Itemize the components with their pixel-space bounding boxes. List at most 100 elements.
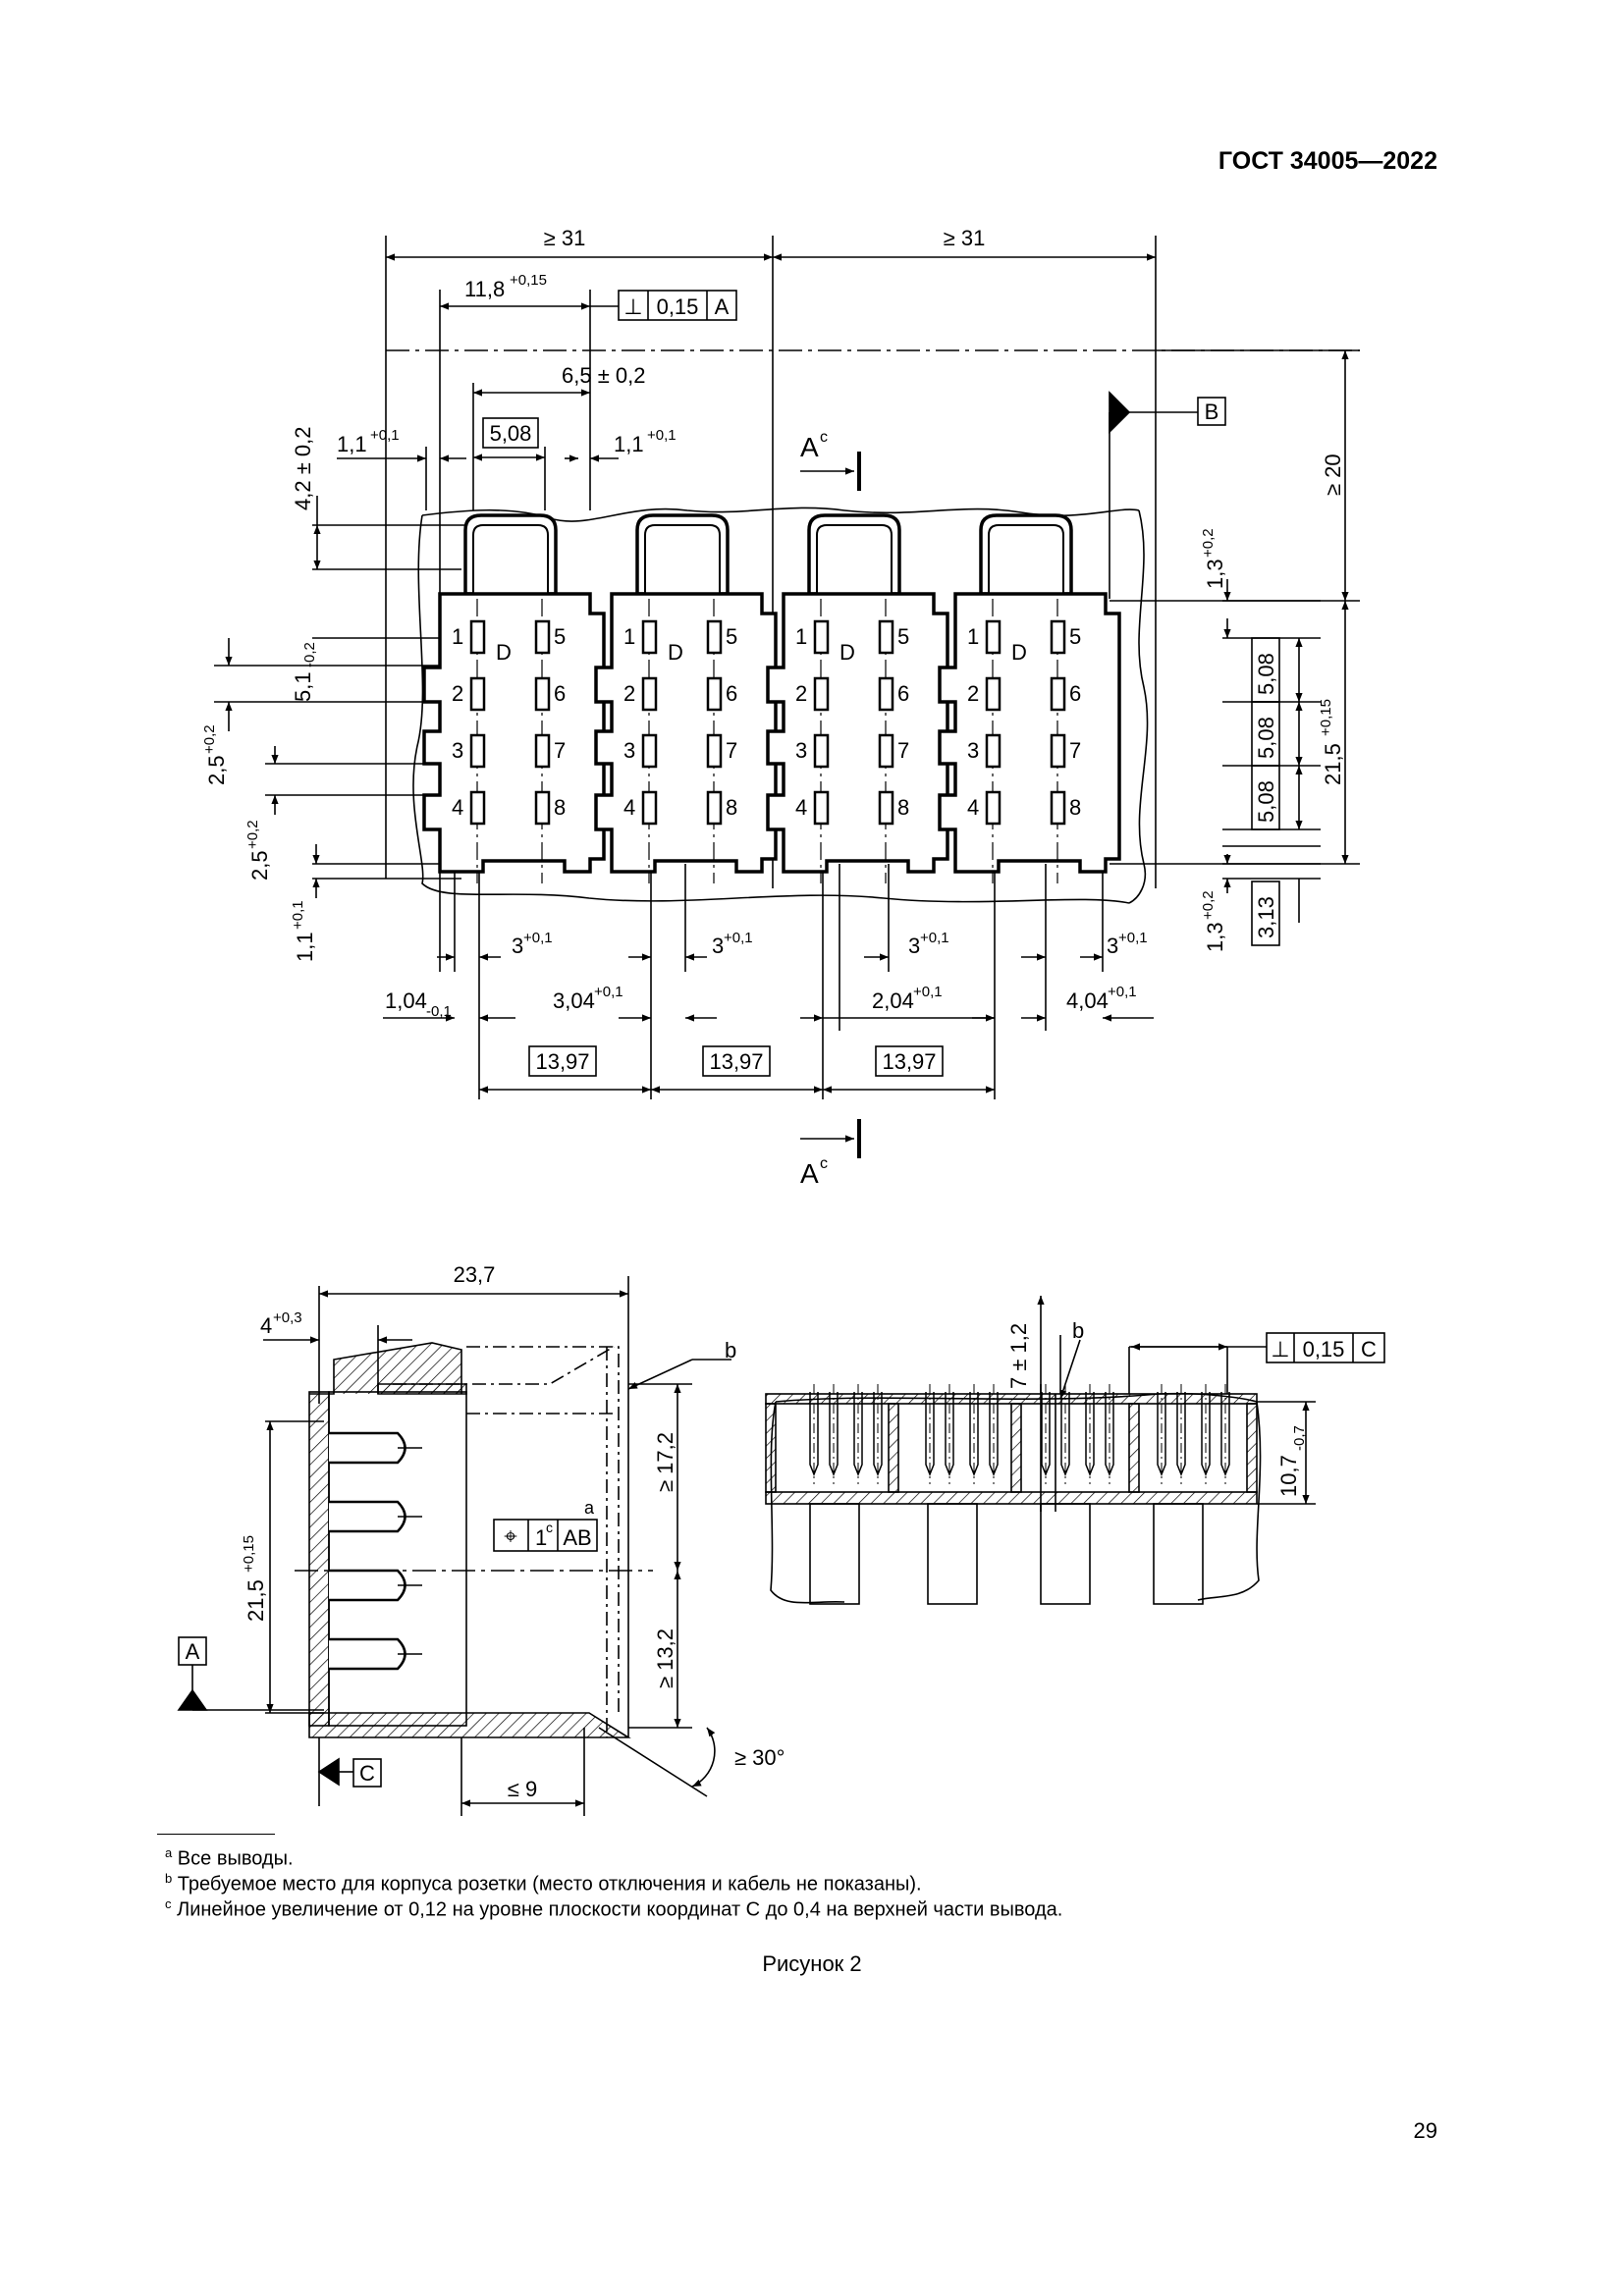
datum-b-label: B — [1205, 400, 1219, 424]
pin-number-left: 3 — [795, 738, 807, 763]
dim-31-left: ≥ 31 — [544, 226, 586, 250]
side-view — [177, 1276, 731, 1816]
pin-number-left: 2 — [967, 681, 979, 706]
section-label-top: A — [800, 432, 819, 462]
dim-1-1-left-tol: +0,1 — [370, 427, 400, 444]
pin-contact — [706, 790, 723, 826]
pin-number-right: 5 — [554, 624, 566, 649]
section-pin — [1157, 1392, 1166, 1477]
pin-number-left: 4 — [795, 795, 807, 820]
connector-housing — [422, 513, 606, 874]
dim-5-1: 5,1 — [291, 671, 315, 702]
pin-number-left: 3 — [967, 738, 979, 763]
pin-number-left: 3 — [452, 738, 463, 763]
dim-2-5-b: 2,5 — [247, 850, 272, 881]
note-a: a — [584, 1498, 595, 1518]
section-pin — [873, 1392, 883, 1477]
pin-number-right: 6 — [897, 681, 909, 706]
pin-contact — [641, 676, 658, 712]
section-pin — [925, 1392, 935, 1477]
section-sup-bottom: c — [820, 1155, 828, 1172]
housing-mark-d: D — [1011, 640, 1027, 665]
dim-3-b-tol: +0,1 — [724, 930, 753, 946]
dim-1-1-right-tol: +0,1 — [647, 427, 677, 444]
dim-1-1-bottom: 1,1 — [293, 932, 317, 962]
section-label-bottom: A — [800, 1158, 819, 1189]
pin-number-left: 4 — [452, 795, 463, 820]
housing-mark-d: D — [496, 640, 512, 665]
pin-contact — [985, 733, 1001, 769]
pin-number-left: 2 — [623, 681, 635, 706]
page-number: 29 — [1413, 2118, 1437, 2143]
section-view — [765, 1296, 1385, 1605]
dim-2-04: 2,04 — [872, 988, 914, 1013]
section-pin — [945, 1392, 954, 1477]
connector-housing — [594, 513, 778, 874]
pin-contact — [813, 676, 830, 712]
section-view-labels: 7 ± 1,2 b ⊥ 0,15 C 10,7 -0,7 — [1006, 1318, 1377, 1497]
pin-number-left: 1 — [967, 624, 979, 649]
section-pin — [1041, 1392, 1051, 1477]
dim-21-5-side: 21,5 — [244, 1579, 268, 1622]
datum-c-label: C — [359, 1761, 375, 1786]
dim-1-1-right: 1,1 — [614, 432, 644, 456]
pos-frame-value: 1 — [535, 1525, 547, 1550]
pin-contact — [534, 733, 551, 769]
pin-contact — [469, 676, 486, 712]
section-pin — [1201, 1392, 1211, 1477]
pin-number-left: 3 — [623, 738, 635, 763]
dim-1-1-bottom-tol: +0,1 — [290, 900, 306, 930]
dim-3-b: 3 — [712, 934, 724, 958]
connector-housing — [766, 513, 949, 874]
pin-contact — [878, 676, 894, 712]
pos-frame-datum: AB — [563, 1525, 591, 1550]
dim-21-5-side-tol: +0,15 — [241, 1535, 257, 1573]
box-5-08-1: 5,08 — [1254, 653, 1278, 695]
side-view-labels: 23,7 4 +0,3 b ≥ 17,2 ≥ 13,2 21,5 +0,15 ⌖… — [186, 1262, 785, 1801]
top-view-labels: ≥ 31 ≥ 31 11,8 +0,15 ⊥ 0,15 A 6,5 ± 0,2 … — [201, 226, 1345, 1189]
pin-contact — [1050, 676, 1066, 712]
dim-1-3-a-tol: +0,2 — [1200, 528, 1217, 558]
box-13-97-2: 13,97 — [709, 1049, 763, 1074]
pin-number-left: 1 — [623, 624, 635, 649]
pin-contacts — [469, 599, 1066, 883]
pin-number-right: 6 — [554, 681, 566, 706]
pin-contact — [878, 790, 894, 826]
dim-4-2: 4,2 ± 0,2 — [291, 427, 315, 510]
dim-3-a-tol: +0,1 — [523, 930, 553, 946]
pin-contact — [706, 676, 723, 712]
dim-11-8-tol: +0,15 — [510, 272, 547, 289]
pin-contact — [534, 676, 551, 712]
dim-23-7: 23,7 — [454, 1262, 496, 1287]
pin-number-right: 5 — [897, 624, 909, 649]
leader-b-section: b — [1072, 1318, 1084, 1343]
box-5-08-top: 5,08 — [490, 421, 532, 446]
pin-number-right: 5 — [1069, 624, 1081, 649]
section-pin — [809, 1392, 819, 1477]
pin-contact — [813, 619, 830, 655]
dim-17-2: ≥ 17,2 — [653, 1432, 677, 1492]
pin-number-left: 4 — [623, 795, 635, 820]
pin-contact — [985, 676, 1001, 712]
pin-number-right: 6 — [1069, 681, 1081, 706]
dim-3-04-tol: +0,1 — [594, 984, 623, 1000]
pin-number-left: 1 — [795, 624, 807, 649]
section-pins — [809, 1384, 1230, 1484]
top-view — [214, 236, 1360, 1158]
pin-number-right: 7 — [726, 738, 737, 763]
pin-contact — [706, 619, 723, 655]
dim-11-8: 11,8 — [464, 277, 505, 301]
dim-2-5-a: 2,5 — [204, 755, 229, 785]
section-pin — [1060, 1392, 1070, 1477]
pos-frame-sup: c — [546, 1520, 553, 1535]
dim-3-c: 3 — [908, 934, 920, 958]
pin-contact — [641, 790, 658, 826]
pin-number-left: 4 — [967, 795, 979, 820]
dim-5-1-tol: -0,2 — [301, 642, 318, 667]
dim-2-5-b-tol: +0,2 — [244, 820, 261, 849]
tol-frame-sym: ⊥ — [623, 294, 642, 319]
dim-1-3-b-tol: +0,2 — [1200, 890, 1217, 920]
dim-4-04: 4,04 — [1066, 988, 1109, 1013]
